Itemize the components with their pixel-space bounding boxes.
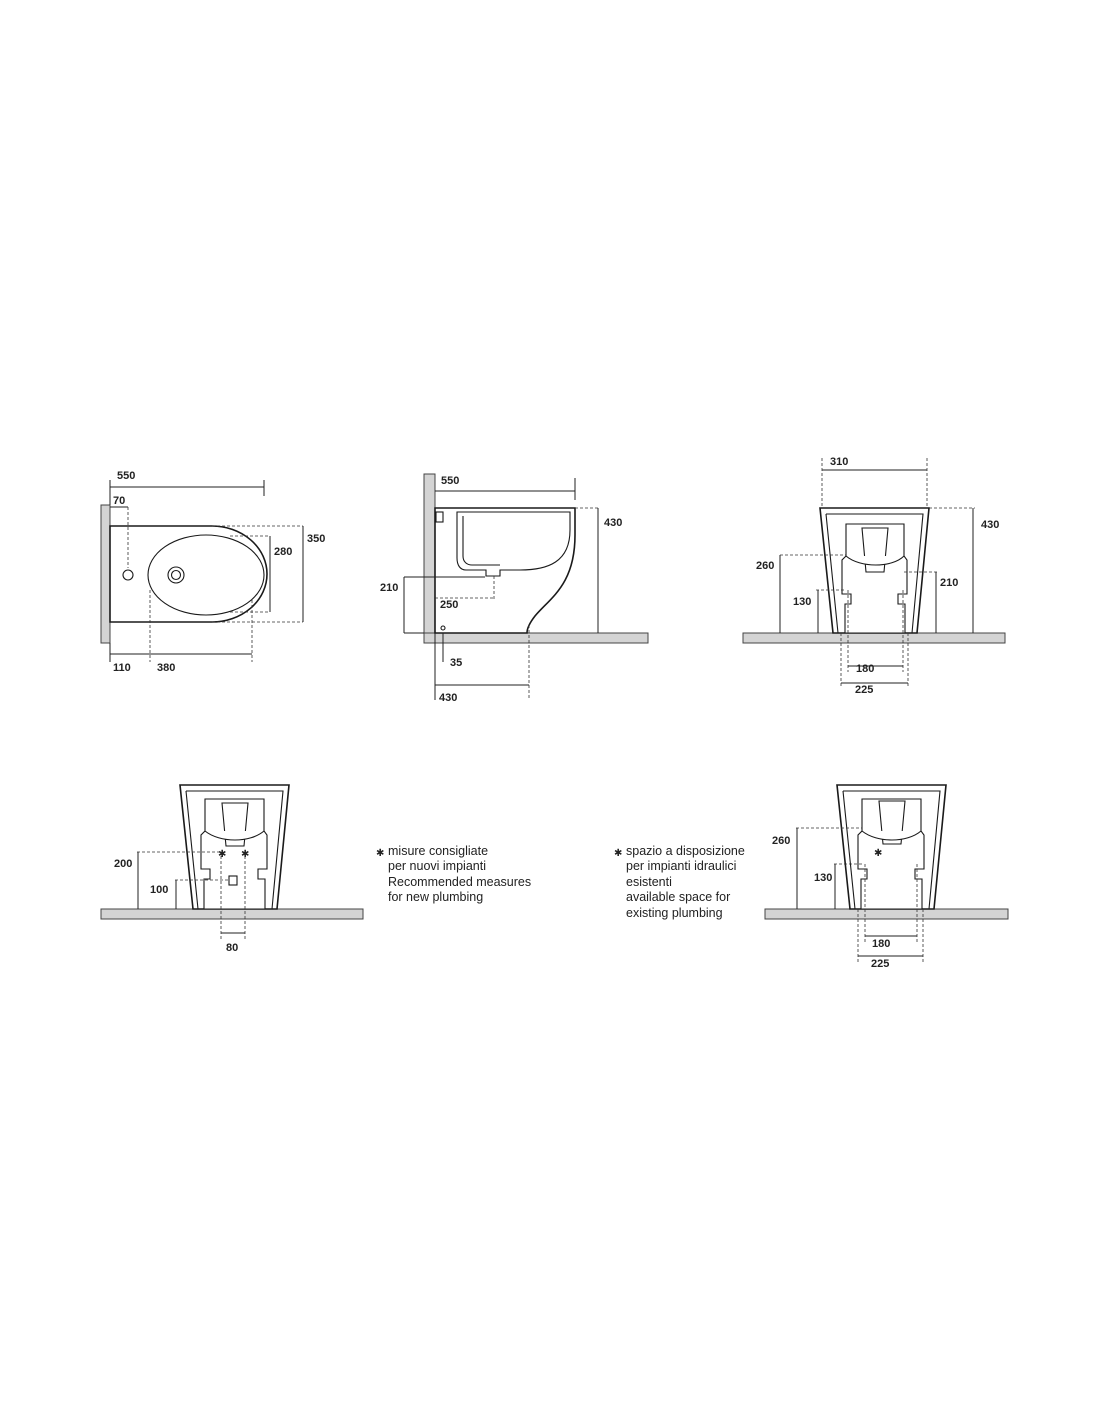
- existing-plumbing-note-line-2: per impianti idraulici: [626, 859, 736, 873]
- top-view-dim-wall-offset: 70: [113, 495, 125, 507]
- top-view-dim-rim-width: 350: [307, 533, 325, 545]
- front-view-dim-drain-height: 210: [940, 577, 958, 589]
- new-plumbing-note-line-4: for new plumbing: [388, 890, 483, 904]
- svg-text:✱: ✱: [874, 848, 882, 859]
- existing-plumbing-view: ✱ spazio a disposizione per impianti idr…: [614, 784, 1009, 970]
- side-view-dim-length: 550: [441, 475, 459, 487]
- front-view-dim-supply-height: 130: [793, 596, 811, 608]
- new-plumbing-dim-supply-spacing: 80: [226, 942, 238, 954]
- new-plumbing-note-line-1: misure consigliate: [388, 844, 488, 858]
- side-view-dim-height: 430: [604, 517, 622, 529]
- side-view-floor: [423, 632, 649, 644]
- existing-plumbing-dim-inner-width: 180: [872, 938, 890, 950]
- front-view-dim-zone-height: 260: [756, 560, 774, 572]
- new-plumbing-drain: [228, 875, 238, 886]
- existing-plumbing-dim-supply-height: 130: [814, 872, 832, 884]
- svg-text:✱: ✱: [241, 849, 249, 860]
- top-view-wall: [100, 504, 111, 644]
- side-view-bracket: [435, 511, 444, 523]
- new-plumbing-note-line-3: Recommended measures: [388, 875, 531, 889]
- new-plumbing-note-line-2: per nuovi impianti: [388, 859, 486, 873]
- top-view-tap-inner: [170, 569, 182, 581]
- new-plumbing-inner-profile: [200, 798, 268, 910]
- existing-plumbing-dim-zone-height: 260: [772, 835, 790, 847]
- svg-text:✱: ✱: [218, 849, 226, 860]
- front-view-dim-outer-width: 225: [855, 684, 873, 696]
- side-view: 550 430 210 250 35 430: [380, 473, 649, 704]
- new-plumbing-floor: [100, 908, 364, 920]
- top-view-dim-hole-offset: 110: [113, 662, 131, 674]
- existing-plumbing-inner-profile: [857, 798, 925, 910]
- existing-plumbing-note-symbol: ✱: [614, 848, 622, 859]
- top-view-dim-bowl-width: 280: [274, 546, 292, 558]
- top-view-dim-length: 550: [117, 470, 135, 482]
- side-view-dim-base-depth: 430: [439, 692, 457, 704]
- new-plumbing-view: ✱ ✱ 200 100 80 ✱ misure consigliate per …: [100, 784, 531, 954]
- new-plumbing-dim-supply-height: 200: [114, 858, 132, 870]
- front-view: 310 430 260 210 130 180 225: [742, 456, 1006, 696]
- side-view-dim-fixing-offset: 35: [450, 657, 462, 669]
- top-view: 550 70 350 280 110 380: [100, 470, 325, 674]
- side-view-dim-drain-height: 210: [380, 582, 398, 594]
- side-view-wall: [423, 473, 436, 634]
- existing-plumbing-note-line-5: existing plumbing: [626, 906, 723, 920]
- front-view-inner-profile: [841, 523, 908, 634]
- new-plumbing-note-symbol: ✱: [376, 848, 384, 859]
- existing-plumbing-note-line-4: available space for: [626, 890, 730, 904]
- top-view-hole: [122, 569, 134, 581]
- existing-plumbing-note-line-3: esistenti: [626, 875, 672, 889]
- top-view-bowl: [147, 534, 265, 616]
- front-view-dim-inner-width: 180: [856, 663, 874, 675]
- front-view-floor: [742, 632, 1006, 644]
- new-plumbing-dim-drain-height: 100: [150, 884, 168, 896]
- existing-plumbing-dim-outer-width: 225: [871, 958, 889, 970]
- front-view-dim-height: 430: [981, 519, 999, 531]
- existing-plumbing-floor: [764, 908, 1009, 920]
- top-view-dim-bowl-length: 380: [157, 662, 175, 674]
- front-view-dim-top-width: 310: [830, 456, 848, 468]
- side-view-dim-drain-depth: 250: [440, 599, 458, 611]
- side-view-fixing: [440, 625, 446, 631]
- existing-plumbing-note-line-1: spazio a disposizione: [626, 844, 745, 858]
